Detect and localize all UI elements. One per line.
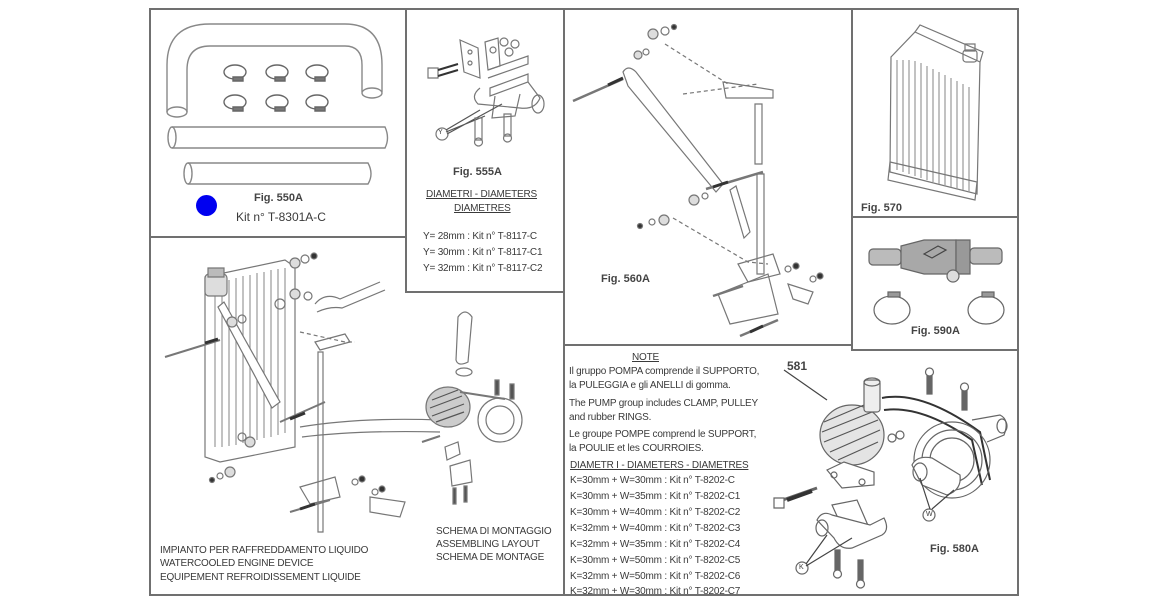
bracket-illustration <box>420 38 550 153</box>
blue-marker-dot <box>196 195 217 216</box>
divider <box>851 8 853 351</box>
diagram-frame <box>149 8 1019 596</box>
main-caption-fr: EQUIPEMENT REFROIDISSEMENT LIQUIDE <box>160 572 361 583</box>
drive-belt <box>882 397 990 485</box>
note-en-line: The PUMP group includes CLAMP, PULLEY <box>569 398 758 409</box>
fig-555a-label: Fig. 555A <box>453 166 502 178</box>
schema-it: SCHEMA DI MONTAGGIO <box>436 526 552 537</box>
u-hose <box>167 24 382 112</box>
radiator-fins <box>897 60 969 192</box>
diameters-heading: DIAMETR I - DIAMETERS - DIAMETRES <box>570 460 749 471</box>
hose-clamp <box>874 296 910 324</box>
fig-550a-label: Fig. 550A <box>254 192 303 204</box>
note-it-line: Il gruppo POMPA comprende il SUPPORTO, <box>569 366 760 377</box>
part-number-581: 581 <box>787 359 808 373</box>
hose-kit-illustration <box>150 10 405 190</box>
schema-fr: SCHEMA DE MONTAGE <box>436 552 545 563</box>
diameter-kit-row: K=30mm + W=40mm : Kit n° T-8202-C2 <box>570 507 741 518</box>
pump-housing <box>820 405 884 465</box>
divider <box>405 291 564 293</box>
thermostat-illustration <box>866 236 1011 331</box>
divider <box>149 236 407 238</box>
fig-580a-label: Fig. 580A <box>930 543 979 555</box>
diameter-kit-row: K=30mm + W=30mm : Kit n° T-8202-C <box>570 475 735 486</box>
y-diameter-row: Y= 28mm : Kit n° T-8117-C <box>423 231 537 242</box>
fig-590a-label: Fig. 590A <box>911 325 960 337</box>
divider <box>563 344 853 346</box>
note-en-line: and rubber RINGS. <box>569 412 652 423</box>
callout-k: K <box>799 564 804 571</box>
callout-w: W <box>926 511 933 518</box>
y-diameter-row: Y= 30mm : Kit n° T-8117-C1 <box>423 247 543 258</box>
fig-550a-kit: Kit n° T-8301A-C <box>236 210 326 224</box>
schema-en: ASSEMBLING LAYOUT <box>436 539 540 550</box>
pump-assembly-illustration <box>772 360 1012 592</box>
upper-hose <box>315 282 385 312</box>
hose-clamp <box>968 296 1004 324</box>
diameter-kit-row: K=32mm + W=35mm : Kit n° T-8202-C4 <box>570 539 741 550</box>
note-it-line: la PULEGGIA e gli ANELLI di gomma. <box>569 380 731 391</box>
main-caption-it: IMPIANTO PER RAFFREDDAMENTO LIQUIDO <box>160 545 369 556</box>
fig-570-label: Fig. 570 <box>861 202 902 214</box>
hose-end <box>167 107 187 117</box>
note-fr-line: la POULIE et les COURROIES. <box>569 443 704 454</box>
diameters-heading: DIAMETRI - DIAMETERS <box>426 189 538 200</box>
divider <box>405 8 407 293</box>
short-hose <box>188 163 371 184</box>
pump-inlet-hose <box>456 312 472 364</box>
note-fr-line: Le groupe POMPE comprend le SUPPORT, <box>569 429 757 440</box>
diameters-heading-fr: DIAMETRES <box>454 203 511 214</box>
straight-hose <box>172 127 388 148</box>
hose-end <box>362 88 382 98</box>
diameter-kit-row: K=32mm + W=40mm : Kit n° T-8202-C3 <box>570 523 741 534</box>
divider <box>851 216 1019 218</box>
divider <box>851 349 1019 351</box>
diameter-kit-row: K=30mm + W=35mm : Kit n° T-8202-C1 <box>570 491 741 502</box>
pulley <box>478 398 522 442</box>
diameter-kit-row: K=32mm + W=30mm : Kit n° T-8202-C7 <box>570 586 741 597</box>
divider <box>563 8 565 596</box>
hose-clamps <box>224 65 328 111</box>
main-caption-en: WATERCOOLED ENGINE DEVICE <box>160 558 314 569</box>
fig-560a-label: Fig. 560A <box>601 273 650 285</box>
diameter-kit-row: K=32mm + W=50mm : Kit n° T-8202-C6 <box>570 571 741 582</box>
pulley <box>914 422 990 498</box>
cooling-system-assembly-illustration <box>160 242 560 532</box>
y-diameter-row: Y= 32mm : Kit n° T-8117-C2 <box>423 263 543 274</box>
radiator-body <box>205 260 295 462</box>
lower-hose <box>300 419 440 437</box>
note-title: NOTE <box>632 352 659 363</box>
radiator-illustration <box>885 22 995 204</box>
callout-y: Y <box>438 129 443 136</box>
support-arm-illustration <box>568 14 848 339</box>
diameter-kit-row: K=30mm + W=50mm : Kit n° T-8202-C5 <box>570 555 741 566</box>
